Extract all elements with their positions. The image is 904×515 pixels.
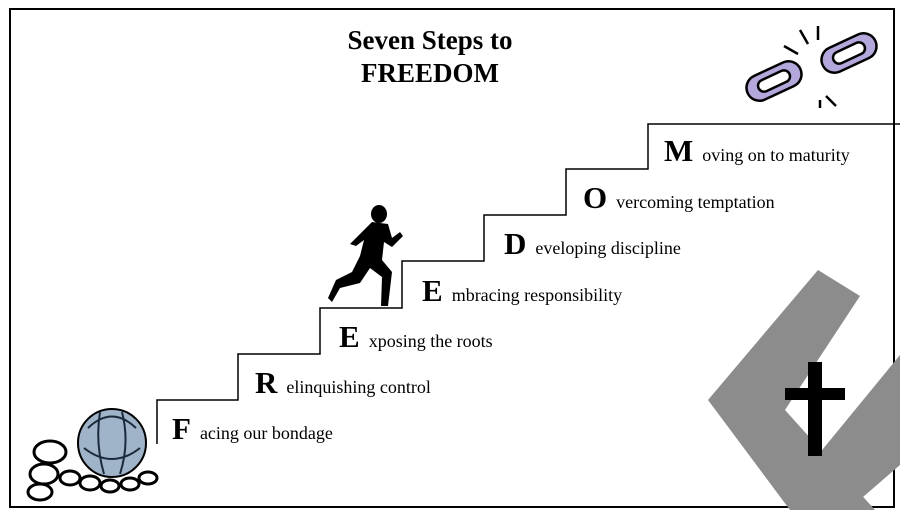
gray-chevron-upper [790,355,900,510]
running-person-icon [328,205,403,306]
staircase-line [156,123,900,444]
step-initial: F [172,411,191,446]
step-initial: O [583,180,608,215]
step-text: oving on to maturity [702,145,850,165]
step-text: eveloping discipline [535,238,681,258]
step-initial: D [504,226,527,261]
step-text: acing our bondage [199,423,333,443]
step-initial: M [664,133,694,168]
step-text: xposing the roots [368,331,493,351]
broken-chain-icon [745,26,878,108]
shackles-ball-icon [26,408,159,502]
title-line-1: Seven Steps to [347,25,513,55]
slide-title: Seven Steps to FREEDOM [280,24,580,90]
step-text: mbracing responsibility [451,285,623,305]
cross-icon [785,362,845,456]
step-initial: R [255,365,278,400]
slide-frame [9,8,895,508]
step-initial: E [422,273,443,308]
step-text: elinquishing control [286,377,431,397]
title-line-2: FREEDOM [361,58,499,88]
step-initial: E [339,319,360,354]
step-text: vercoming temptation [616,192,775,212]
